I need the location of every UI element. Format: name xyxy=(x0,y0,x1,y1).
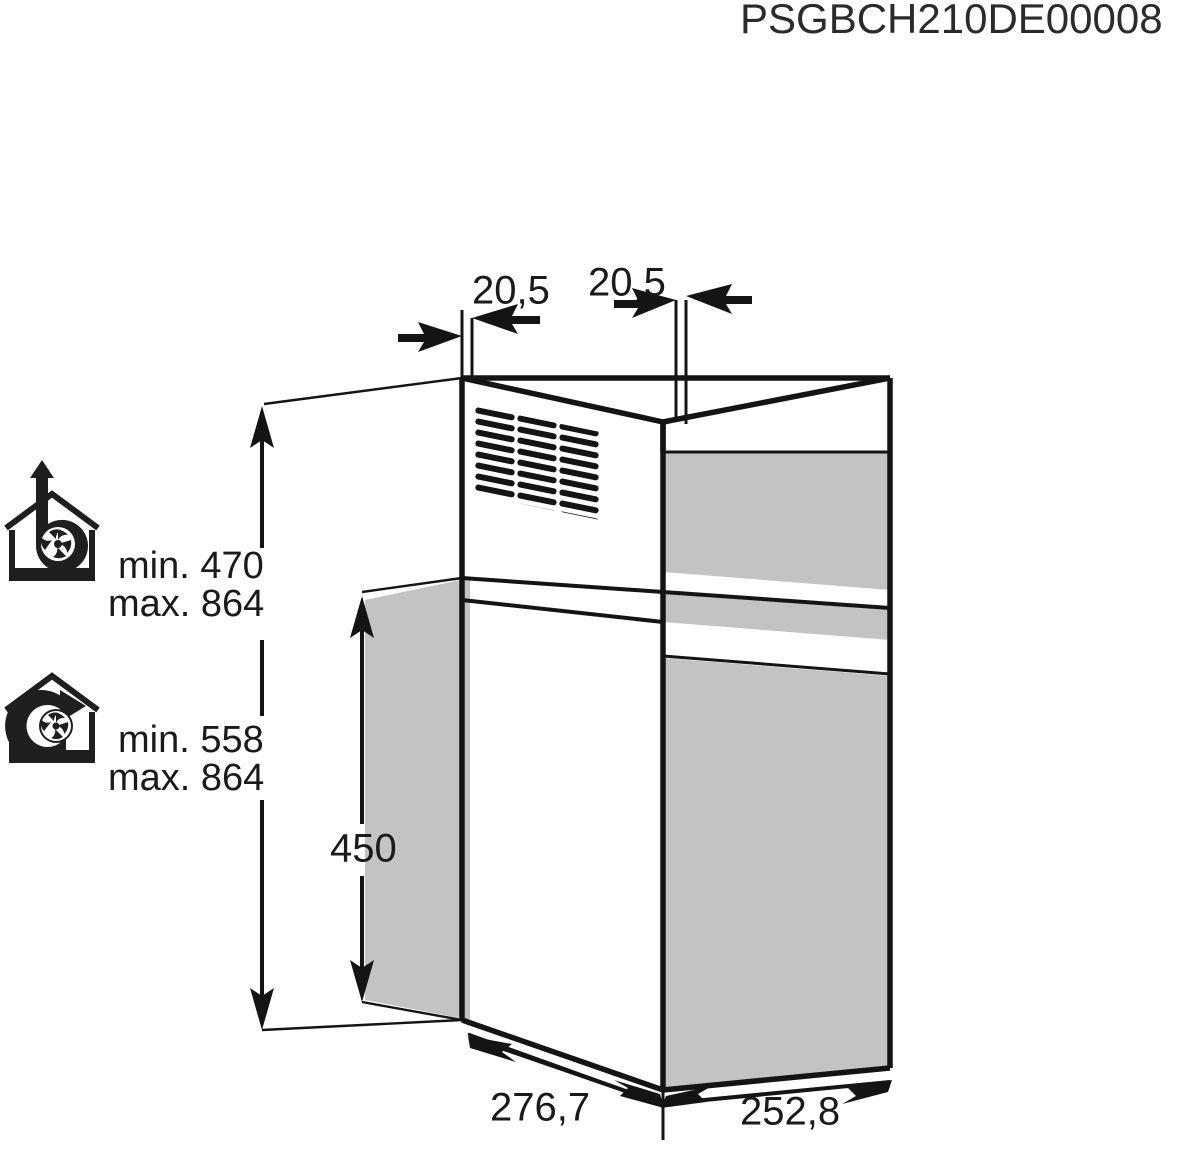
bottom-right-edge xyxy=(662,1065,891,1093)
arrow-shaft xyxy=(36,476,48,512)
leader-top xyxy=(263,376,463,406)
dimension-top-left-20-5: 20,5 xyxy=(398,269,550,382)
panel-left-lower xyxy=(365,578,470,1020)
leader-top xyxy=(361,576,463,594)
left-face-divider-lower xyxy=(461,598,664,624)
left-face-divider-upper xyxy=(461,576,664,594)
mode-exhaust-labels: min. 470 max. 864 xyxy=(108,545,264,625)
grille-column-3 xyxy=(559,423,599,520)
bottom-left-edge xyxy=(461,1017,664,1093)
dimension-label-top-left: 20,5 xyxy=(472,269,550,313)
mode-recirculation-labels: min. 558 max. 864 xyxy=(108,719,264,799)
dimension-label-top-right: 20,5 xyxy=(588,261,666,305)
panel-upper xyxy=(663,452,890,590)
dimension-label-276-7: 276,7 xyxy=(490,1086,590,1130)
dimension-450: 450 xyxy=(330,576,463,1022)
fan-blades xyxy=(40,529,72,559)
right-face-slot-lower xyxy=(662,654,891,676)
arrow-right xyxy=(686,284,752,314)
top-right-diagonal-edge xyxy=(662,375,891,425)
panel-middle xyxy=(663,592,890,640)
top-left-diagonal-edge xyxy=(461,375,664,425)
arrow-left xyxy=(614,288,676,318)
up-arrow xyxy=(30,460,54,506)
arrowhead-left xyxy=(661,1086,712,1108)
arrowhead-right xyxy=(614,1080,664,1108)
grille-column-2 xyxy=(517,415,557,520)
dimension-top-right-20-5: 20,5 xyxy=(588,261,752,424)
cabinet-isometric-outline xyxy=(459,375,893,1106)
right-face-slot-upper xyxy=(662,590,891,610)
arrow-right xyxy=(472,304,540,334)
arrowhead-left xyxy=(468,1036,516,1062)
leader-bottom xyxy=(361,1000,463,1022)
house-with-fan-and-circular-arrow-icon xyxy=(4,672,100,763)
fan-blades xyxy=(40,712,69,740)
dimension-252-8: 252,8 xyxy=(661,1080,892,1134)
arrowhead-right xyxy=(842,1080,892,1104)
dimension-left-outer-vertical xyxy=(250,376,463,1032)
arrowhead-top xyxy=(250,406,274,448)
exhaust-min-label: min. 470 xyxy=(118,545,264,587)
arrowhead-bottom xyxy=(350,960,374,1002)
ventilation-grille xyxy=(475,407,599,520)
dimension-label-252-8: 252,8 xyxy=(740,1090,840,1134)
house-floor xyxy=(12,568,92,578)
dimension-276-7: 276,7 xyxy=(468,1036,664,1130)
recirc-min-label: min. 558 xyxy=(118,719,264,761)
house-with-fan-and-up-arrow-icon xyxy=(4,460,100,581)
arrowhead-bottom xyxy=(250,988,274,1030)
arrow-left xyxy=(398,322,462,352)
arrowhead-top xyxy=(350,596,374,638)
arrow-head xyxy=(34,462,50,478)
recirculation-c-arrow xyxy=(5,690,67,762)
grille-column-1 xyxy=(475,407,515,520)
drawing-code-label: PSGBCH210DE00008 xyxy=(740,0,1163,42)
exhaust-max-label: max. 864 xyxy=(108,583,264,625)
house-roof xyxy=(4,490,100,531)
panel-lower xyxy=(663,658,890,1090)
dimension-label-450: 450 xyxy=(330,827,397,871)
recirc-max-label: max. 864 xyxy=(108,757,264,799)
leader-bottom xyxy=(261,1018,463,1032)
appliance-front-panels xyxy=(365,452,890,1090)
